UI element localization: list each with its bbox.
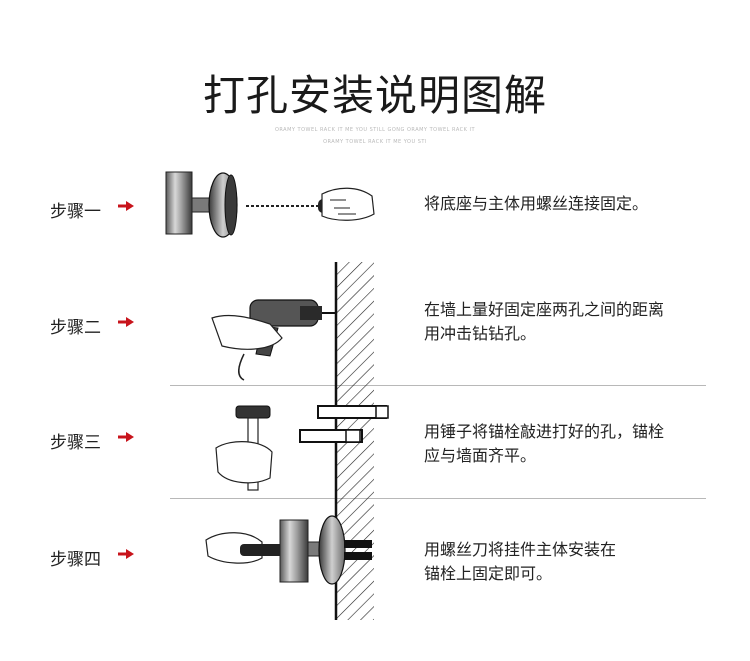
step2-desc-line1: 在墙上量好固定座两孔之间的距离 — [424, 300, 665, 319]
step3-arrow-icon — [118, 432, 134, 442]
step2-desc-line2: 用冲击钻钻孔。 — [424, 324, 537, 343]
step4-desc-line1: 用螺丝刀将挂件主体安装在 — [424, 540, 617, 559]
drill-icon — [211, 299, 336, 381]
step1-description: 将底座与主体用螺丝连接固定。 — [424, 192, 648, 216]
page-subtitle-line1: ORAMY TOWEL RACK IT ME YOU STILL GONG OR… — [274, 127, 476, 133]
step4-desc-line2: 锚栓上固定即可。 — [424, 564, 553, 583]
step4-arrow-icon — [118, 549, 134, 559]
step2-label: 步骤二 — [50, 318, 101, 338]
step3-description: 用锤子将锚栓敲进打好的孔，锚栓 应与墙面齐平。 — [424, 420, 664, 468]
step3-desc-line1: 用锤子将锚栓敲进打好的孔，锚栓 — [424, 422, 665, 441]
step3-desc-line2: 应与墙面齐平。 — [424, 446, 537, 465]
step3-label: 步骤三 — [50, 433, 101, 453]
step1-label: 步骤一 — [50, 202, 101, 222]
screwdriver-mount-icon — [205, 515, 372, 585]
page-subtitle-line2: ORAMY TOWEL RACK IT ME YOU STI — [323, 139, 427, 145]
anchor-bolt-icon — [299, 405, 389, 443]
page-title: 打孔安装说明图解 — [202, 71, 547, 120]
step2-description: 在墙上量好固定座两孔之间的距离 用冲击钻钻孔。 — [424, 298, 664, 346]
step1-arrow-icon — [118, 201, 134, 211]
step1-desc-line1: 将底座与主体用螺丝连接固定。 — [424, 194, 649, 213]
hammer-icon — [215, 405, 273, 491]
section-divider — [170, 498, 706, 499]
step4-description: 用螺丝刀将挂件主体安装在 锚栓上固定即可。 — [424, 538, 616, 586]
base-mount-icon — [165, 171, 238, 238]
section-divider — [170, 385, 706, 386]
step4-label: 步骤四 — [50, 550, 101, 570]
step2-arrow-icon — [118, 317, 134, 327]
screwdriver-icon — [246, 187, 375, 221]
